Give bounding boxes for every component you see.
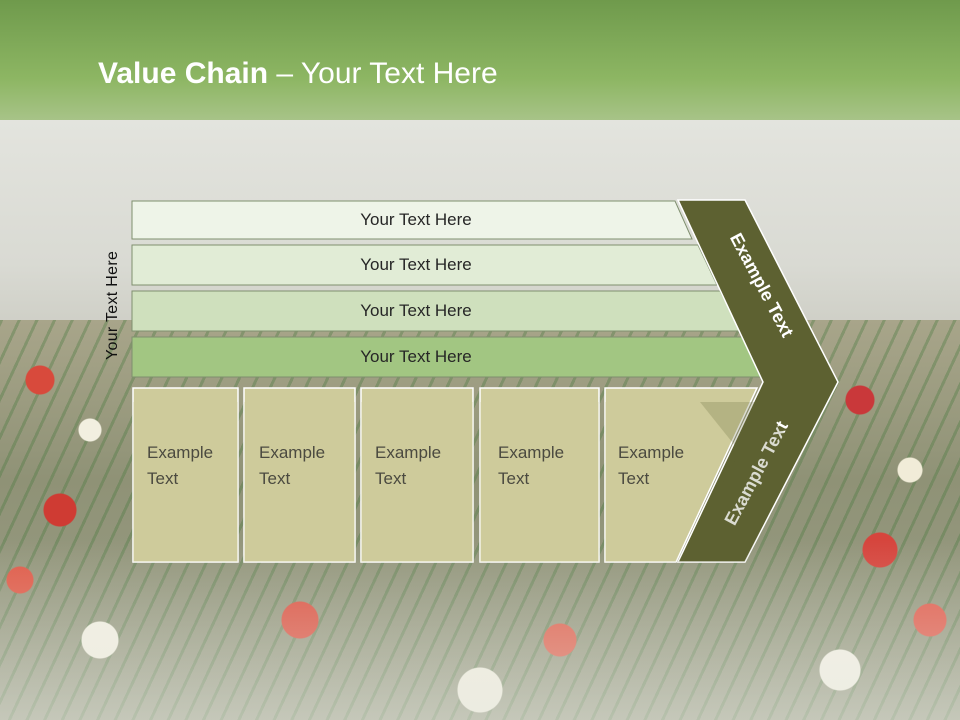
title-bold: Value Chain [98, 57, 269, 90]
support-row-1-label: Your Text Here [360, 210, 472, 229]
primary-box-3-line1: Example [375, 443, 442, 462]
margin-chevron[interactable] [676, 199, 839, 563]
primary-box-4-line1: Example [498, 443, 565, 462]
primary-box-2-line1: Example [259, 443, 326, 462]
primary-box-5[interactable] [604, 387, 759, 563]
primary-box-2[interactable] [243, 387, 356, 563]
primary-box-1-line1: Example [147, 443, 214, 462]
title-rest: – Your Text Here [268, 57, 498, 90]
support-row-1[interactable] [131, 200, 693, 240]
primary-box-3-line2: Text [375, 469, 407, 488]
primary-box-4-line2: Text [498, 469, 530, 488]
primary-box-5-line2: Text [618, 469, 650, 488]
primary-box-5-line1: Example [618, 443, 685, 462]
slide-title[interactable]: Value Chain – Your Text Here [98, 56, 498, 96]
primary-box-1-text: Example Text [147, 440, 213, 492]
support-row-4-label: Your Text Here [360, 347, 472, 366]
primary-box-5-text: Example Text [618, 440, 684, 492]
primary-box-2-line2: Text [259, 469, 291, 488]
primary-box-1[interactable] [132, 387, 239, 563]
primary-box-3-text: Example Text [375, 440, 441, 492]
primary-box-3[interactable] [360, 387, 474, 563]
support-row-3-label: Your Text Here [360, 301, 472, 320]
primary-box-1-line2: Text [147, 469, 179, 488]
support-row-2-label: Your Text Here [360, 255, 472, 274]
primary-box-2-text: Example Text [259, 440, 325, 492]
primary-box-4-text: Example Text [498, 440, 564, 492]
background-fade [0, 540, 960, 720]
primary-box-4[interactable] [479, 387, 600, 563]
